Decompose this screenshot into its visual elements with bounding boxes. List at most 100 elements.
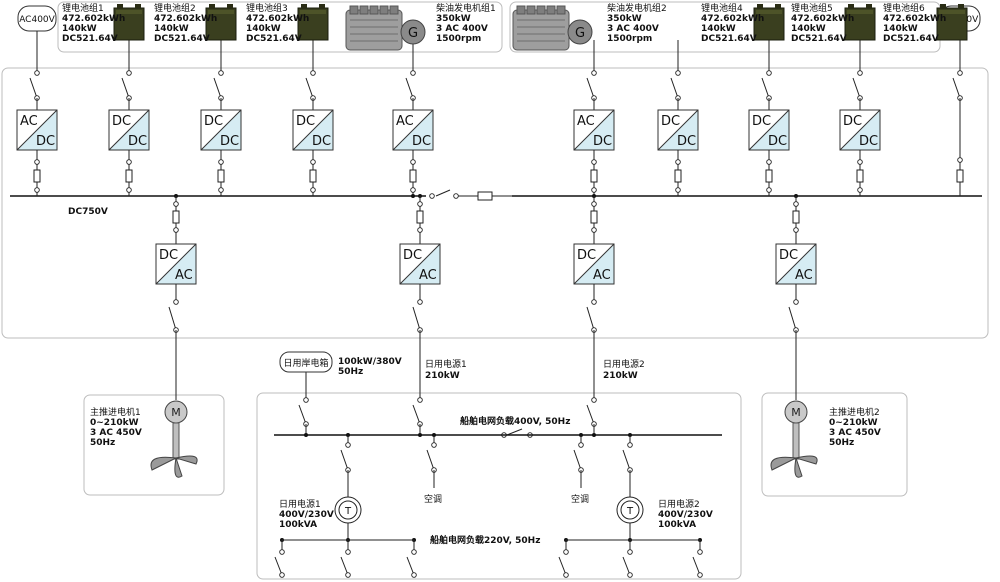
transformer-1-name: 日用电源1 <box>279 498 321 510</box>
branch-220-1-node-top <box>279 549 285 555</box>
feeder-9-node-lower <box>857 187 863 193</box>
inverter-3-converter-diag <box>573 243 615 285</box>
branch-220-5-node-bottom <box>627 572 633 578</box>
battery-3-terminal-neg <box>301 4 307 8</box>
feeder-9-breaker-blade <box>852 77 861 99</box>
shore-breaker-node-top <box>303 397 309 403</box>
feeder-2-breaker-node-top <box>126 70 132 76</box>
ac400-label: AC400V <box>19 15 55 25</box>
battery-2-capacity: 472.602kWh <box>154 14 217 24</box>
branch-220-3-node-bottom <box>411 572 417 578</box>
branch-220-3-node-top <box>411 549 417 555</box>
feeder-7-breaker-node-top <box>675 70 681 76</box>
feeder-4-converter-out: DC <box>312 134 331 149</box>
battery-3-capacity: 472.602kWh <box>246 14 309 24</box>
battery-6-terminal-pos <box>958 4 964 8</box>
branch-220-1-blade <box>274 556 283 576</box>
daily-supply-1-power: 210kW <box>425 371 460 381</box>
feeder-5-breaker-blade <box>405 77 414 99</box>
shore-box <box>279 351 333 373</box>
feeder-3-fuse <box>217 169 225 183</box>
genset-1-spec: 3 AC 400V <box>436 24 488 34</box>
bus-tie-node-left <box>429 193 435 199</box>
inverter-1-fuse <box>172 210 180 224</box>
bus-junction-genset <box>411 194 415 198</box>
load-t2-breaker-node-top <box>627 442 633 448</box>
inverter-1-breaker-blade <box>168 306 177 331</box>
battery-1-highlight <box>116 10 142 14</box>
feeder-2-node-upper <box>126 159 132 165</box>
inverter-4-node-upper <box>793 201 799 207</box>
feeder-2-node-lower <box>126 187 132 193</box>
battery-6-terminal-neg <box>940 4 946 8</box>
motor-1-blade-right <box>174 455 198 465</box>
battery-4-capacity: 472.602kWh <box>701 14 764 24</box>
genset-1-cylinder <box>359 5 369 15</box>
inverter-2-converter-in: DC <box>403 248 422 263</box>
feeder-6-converter-diag <box>573 109 615 151</box>
battery-4-name: 锂电池组4 <box>701 2 743 14</box>
feeder-1-fuse <box>33 169 41 183</box>
feeder-6-fuse <box>590 169 598 183</box>
motor-2-shaft <box>792 422 800 460</box>
battery-2-terminal-pos <box>227 4 233 8</box>
feeder-7-converter-in: DC <box>661 114 680 129</box>
feeder-1-node-lower <box>34 187 40 193</box>
shore-box-label: 日用岸电箱 <box>283 357 328 369</box>
genset-2-cylinder <box>516 5 526 15</box>
load-t2-breaker-blade <box>622 449 631 471</box>
feeder-4-node-upper <box>310 159 316 165</box>
battery-4-power: 140kW <box>701 24 736 34</box>
bus-tie-fuse <box>477 191 493 201</box>
battery-2-power: 140kW <box>154 24 189 34</box>
transformer-1-core <box>338 500 358 520</box>
battery-4-terminal-neg <box>757 4 763 8</box>
main-panel <box>1 67 989 339</box>
feeder-2-fuse <box>125 169 133 183</box>
aircon-2-label: 空调 <box>571 493 589 505</box>
genset-2-cylinder <box>526 5 536 15</box>
transformer-1-ratio: 400V/230V <box>279 510 334 520</box>
genset-1-speed: 1500rpm <box>436 34 481 44</box>
motor-1-shaft <box>172 422 180 460</box>
inverter-2-node-lower <box>417 227 423 233</box>
top-left-panel <box>57 1 503 53</box>
feeder-1-breaker-node-top <box>34 70 40 76</box>
genset-1-generator <box>400 19 426 45</box>
battery-6-voltage: DC521.64V <box>883 34 939 44</box>
battery-3-name: 锂电池组3 <box>246 2 288 14</box>
feeder-9-node-upper <box>857 159 863 165</box>
branch-220-1-node-bottom <box>279 572 285 578</box>
feeder-6-node-upper <box>591 159 597 165</box>
battery-2-terminal-neg <box>209 4 215 8</box>
feeder-9-converter-in: DC <box>843 114 862 129</box>
shore-frequency: 50Hz <box>338 367 363 377</box>
inverter-3-converter-in: DC <box>577 248 596 263</box>
feeder-1-converter-diag <box>16 109 58 151</box>
battery-1-terminal-pos <box>135 4 141 8</box>
load-ac1-breaker-blade <box>426 449 435 471</box>
feeder-3-converter-in: DC <box>204 114 223 129</box>
branch-220-4-node-top <box>563 549 569 555</box>
battery-1-capacity: 472.602kWh <box>62 14 125 24</box>
genset-2-spec: 3 AC 400V <box>607 24 659 34</box>
inverter-2-converter-diag <box>399 243 441 285</box>
genset-1-cylinder <box>379 5 389 15</box>
feeder-7-converter-out: DC <box>677 134 696 149</box>
battery-6-highlight <box>939 10 965 14</box>
inverter-2-breaker-node-top <box>417 299 423 305</box>
genset-1-cylinder <box>349 5 359 15</box>
battery-6-power: 140kW <box>883 24 918 34</box>
inverter-2-fuse <box>416 210 424 224</box>
battery-2-name: 锂电池组2 <box>154 2 196 14</box>
genset-2-generator <box>567 19 593 45</box>
motor-2-blade-right <box>794 455 818 465</box>
battery-5-terminal-pos <box>866 4 872 8</box>
daily-supply-1-breaker-node-top <box>417 397 423 403</box>
branch-220-3-blade <box>406 556 415 576</box>
battery-5-name: 锂电池组5 <box>791 2 833 14</box>
inverter-2-breaker-blade <box>412 306 421 331</box>
transformer-1-rating: 100kVA <box>279 520 317 530</box>
daily-supply-1-breaker-blade <box>412 404 421 425</box>
